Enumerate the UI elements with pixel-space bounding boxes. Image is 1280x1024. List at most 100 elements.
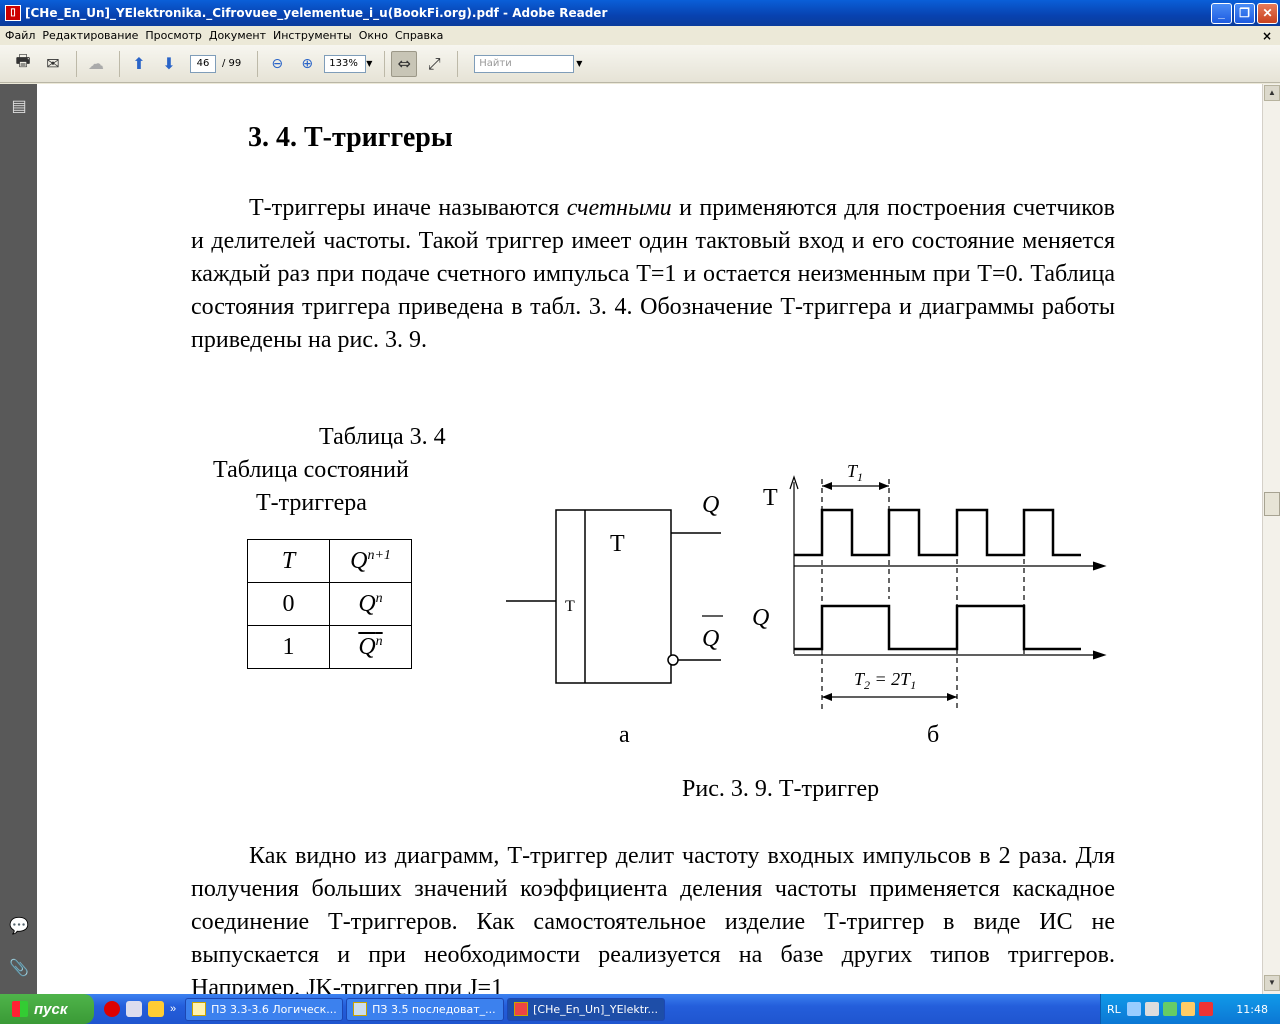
diagram-t-waveform [794,508,1081,557]
diagram-t-label: T [763,485,778,511]
toolbar: 🖶 ✉ ☁ ⬆ ⬇ 46 / 99 ⊖ ⊕ 133% ▼ ⇔ ⤢ Найти ▼ [0,45,1280,83]
trigger-block-label: T [610,531,625,557]
network-icon[interactable] [1126,1002,1141,1016]
taskbar-button-folder[interactable]: ПЗ 3.3-3.6 Логическ... [185,997,344,1021]
taskbar-button-label: ПЗ 3.3-3.6 Логическ... [211,1002,337,1016]
zoom-out-icon[interactable]: ⊖ [271,55,284,72]
menu-edit[interactable]: Редактирование [42,29,139,42]
trigger-block [555,509,672,684]
taskbar-button-label: ПЗ 3.5 последоват_... [372,1002,496,1016]
attachments-icon[interactable]: 📎 [9,960,29,977]
table-title: Таблица состояний [213,457,409,483]
state-table: T Qn+1 0 Qn 1 Qn [247,539,412,669]
comments-icon[interactable]: 💬 [9,918,29,935]
previous-page-icon[interactable]: ⬆ [132,54,146,73]
taskbar-button-word[interactable]: ПЗ 3.5 последоват_... [346,997,505,1021]
maximize-button[interactable]: ❐ [1234,2,1255,24]
menu-view[interactable]: Просмотр [145,29,202,42]
adobe-reader-icon: ▯ [5,5,21,21]
email-icon[interactable]: ✉ [46,54,60,73]
menu-file[interactable]: Файл [5,29,36,42]
close-button[interactable]: ✕ [1257,2,1278,24]
document-close-icon[interactable]: × [1261,28,1272,43]
trigger-qbar-label: Q [702,626,719,652]
t1-letter: T [847,461,859,481]
paragraph-1-emphasis: счетными [566,195,672,221]
table-cell-q: Q [358,590,376,617]
trigger-q-label: Q [702,492,719,518]
paragraph-2-text: Как видно из диаграмм, Т-триггер делит ч… [191,843,1115,994]
inversion-bubble [667,654,679,666]
vertical-scrollbar[interactable]: ▲ ▼ [1262,84,1280,994]
section-heading: 3. 4. Т-триггеры [248,122,453,153]
language-indicator[interactable]: RL [1107,1002,1121,1016]
fit-width-icon[interactable]: ⇔ [391,50,418,77]
quick-launch-more-icon[interactable]: » [170,1003,177,1015]
folder-icon [192,1002,207,1016]
pages-icon[interactable]: ▤ [11,98,27,115]
table-cell-qbar-sup: n [375,633,383,649]
update-icon[interactable] [1180,1002,1195,1016]
table-number: Таблица 3. 4 [319,424,446,450]
antivirus-icon[interactable] [1198,1002,1213,1016]
toolbar-separator [384,50,386,77]
table-header-cell: Qn+1 [329,539,412,583]
menu-help[interactable]: Справка [394,29,444,42]
page-number-input[interactable]: 46 [190,54,216,73]
zoom-input[interactable]: 133% [324,54,367,73]
scroll-down-icon[interactable]: ▼ [1264,975,1280,991]
find-input[interactable]: Найти [474,54,575,73]
figure-caption: Рис. 3. 9. Т-триггер [682,776,879,802]
table-header-cell: T [247,539,330,583]
table-header-q-sup: n+1 [367,547,391,563]
start-label: пуск [34,1000,68,1018]
collaborate-icon[interactable]: ☁ [88,54,104,73]
t2-equation: = 2T [870,669,912,689]
table-row: 0 Qn [247,582,412,626]
toolbar-separator [457,50,459,77]
diagram-dashed-guides [821,479,1025,709]
notepad-icon[interactable] [126,1001,142,1017]
print-icon[interactable]: 🖶 [15,51,31,70]
toolbar-separator [76,50,77,77]
scroll-up-icon[interactable]: ▲ [1264,85,1280,101]
diagram-q-label: Q [752,605,769,631]
windows-logo-icon [12,1001,28,1017]
table-header-t: T [281,547,296,574]
table-cell-q-sup: n [375,590,383,606]
paragraph-1-text-a: Т-триггеры иначе называются [249,195,567,221]
figure-label-b: б [927,722,939,748]
diagram-q-time-axis-arrow [1092,650,1107,660]
taskbar-button-label: [CHe_En_Un]_YElektr... [533,1002,659,1016]
opera-icon[interactable] [104,1001,120,1017]
t1-label: T1 [847,461,863,484]
zoom-in-icon[interactable]: ⊕ [301,55,314,72]
next-page-icon[interactable]: ⬇ [162,54,176,73]
zoom-dropdown-icon[interactable]: ▼ [366,58,373,68]
t1-arrow-right [879,482,889,490]
security-shield-icon[interactable] [1162,1002,1177,1016]
minimize-button[interactable]: _ [1211,2,1232,24]
quick-launch: » [104,1001,182,1017]
fit-page-icon[interactable]: ⤢ [427,53,441,73]
t1-subscript: 1 [857,470,863,484]
window-titlebar[interactable]: ▯ [CHe_En_Un]_YElektronika._Cifrovuee_ye… [0,0,1280,26]
menu-window[interactable]: Окно [358,29,388,42]
t1-arrow-left [822,482,832,490]
document-view[interactable]: 3. 4. Т-триггеры Т-триггеры иначе называ… [37,84,1262,994]
menu-document[interactable]: Документ [208,29,266,42]
calendar-icon[interactable] [148,1001,164,1017]
taskbar-button-reader[interactable]: [CHe_En_Un]_YElektr... [507,997,666,1021]
table-row: 1 Qn [247,625,412,669]
system-tray: RL 11:48 [1100,994,1280,1024]
pdf-page: 3. 4. Т-триггеры Т-триггеры иначе называ… [37,84,1262,994]
start-button[interactable]: пуск [0,994,94,1024]
volume-icon[interactable] [1144,1002,1159,1016]
t2-arrow-left [822,693,832,701]
diagram-q-waveform [794,604,1081,651]
taskbar: пуск » ПЗ 3.3-3.6 Логическ... ПЗ 3.5 пос… [0,994,1280,1024]
menu-tools[interactable]: Инструменты [273,29,352,42]
find-dropdown-icon[interactable]: ▼ [576,59,583,68]
pdf-icon [514,1002,529,1016]
scroll-thumb[interactable] [1264,492,1280,516]
